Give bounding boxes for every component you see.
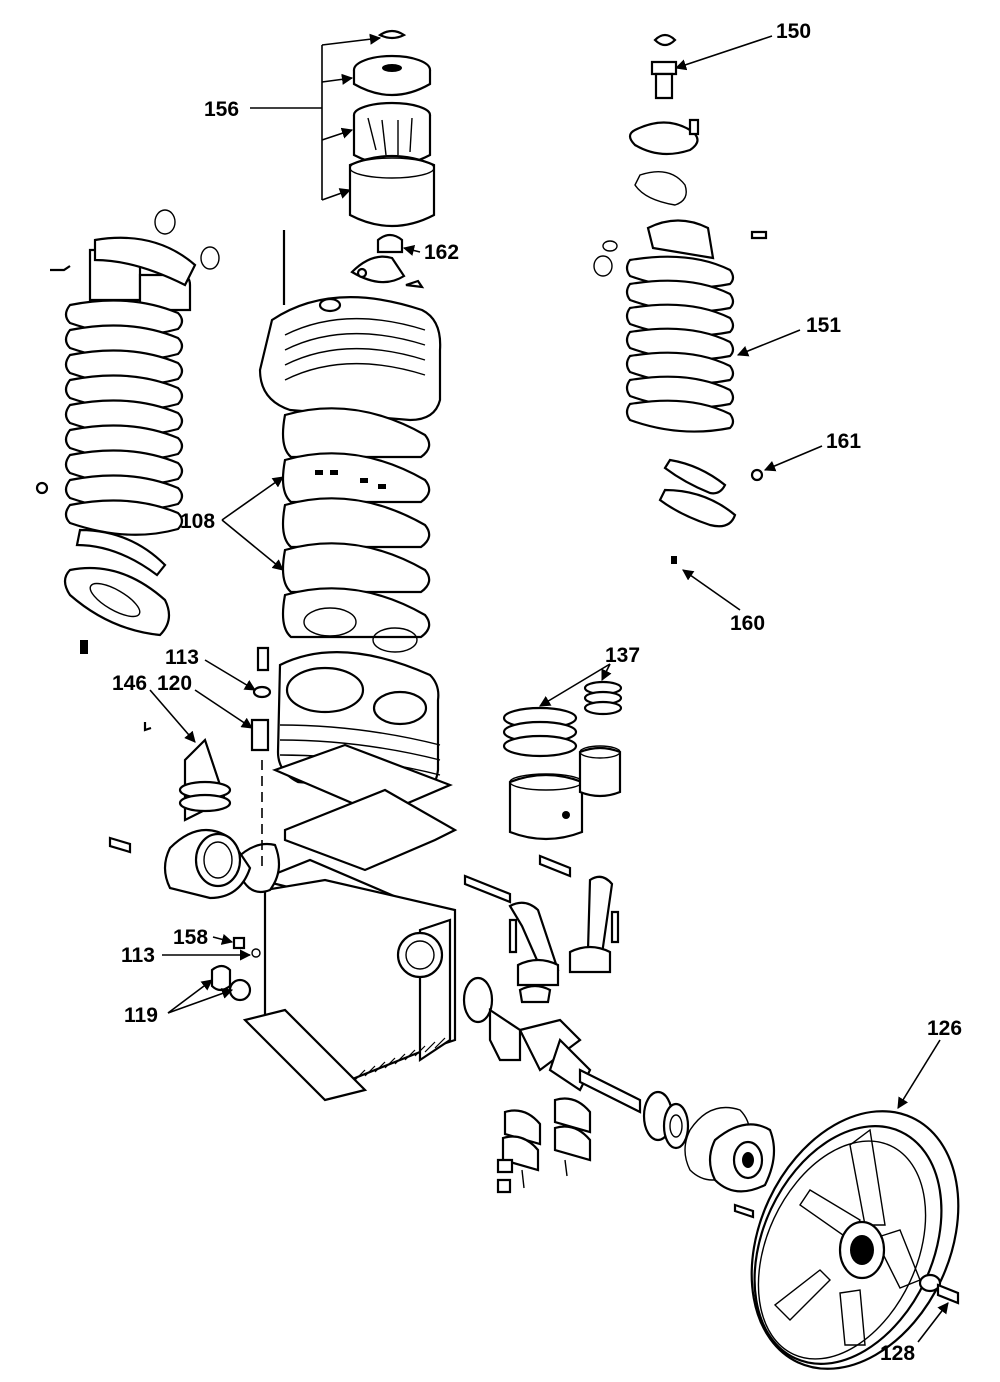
callout-162: 162 [424,241,459,264]
callout-137: 137 [605,644,640,667]
rod-caps [496,1097,592,1194]
flywheel [750,1110,960,1370]
leader-lines [149,33,949,1343]
crankshaft [462,976,690,1150]
cylinder [271,651,453,817]
callout-113-upper: 113 [165,646,199,669]
callout-151: 151 [806,314,841,337]
callout-161: 161 [826,430,861,453]
callout-158: 158 [173,926,208,949]
callout-128: 128 [880,1342,915,1365]
callout-120: 120 [157,672,192,695]
callout-119: 119 [124,1004,158,1027]
right-bearing-cover [684,1106,776,1219]
cylinder-head-stack [258,230,442,653]
callout-160: 160 [730,612,765,635]
hardware-left [210,646,272,1002]
callout-146: 146 [112,672,147,695]
callout-156: 156 [204,98,239,121]
connecting-rods [463,854,620,1004]
left-intercooler [35,209,220,654]
callout-126: 126 [927,1017,962,1040]
callout-150: 150 [776,20,811,43]
air-filter-assembly [348,29,436,289]
left-bearing-housing [108,722,252,900]
pistons-and-rings [502,680,623,841]
crankcase [233,788,458,1102]
callout-labels: 150 156 162 151 161 160 108 113 146 120 … [112,20,962,1365]
callout-108: 108 [180,510,215,533]
right-intercooler [593,33,768,564]
callout-113-lower: 113 [121,944,155,967]
